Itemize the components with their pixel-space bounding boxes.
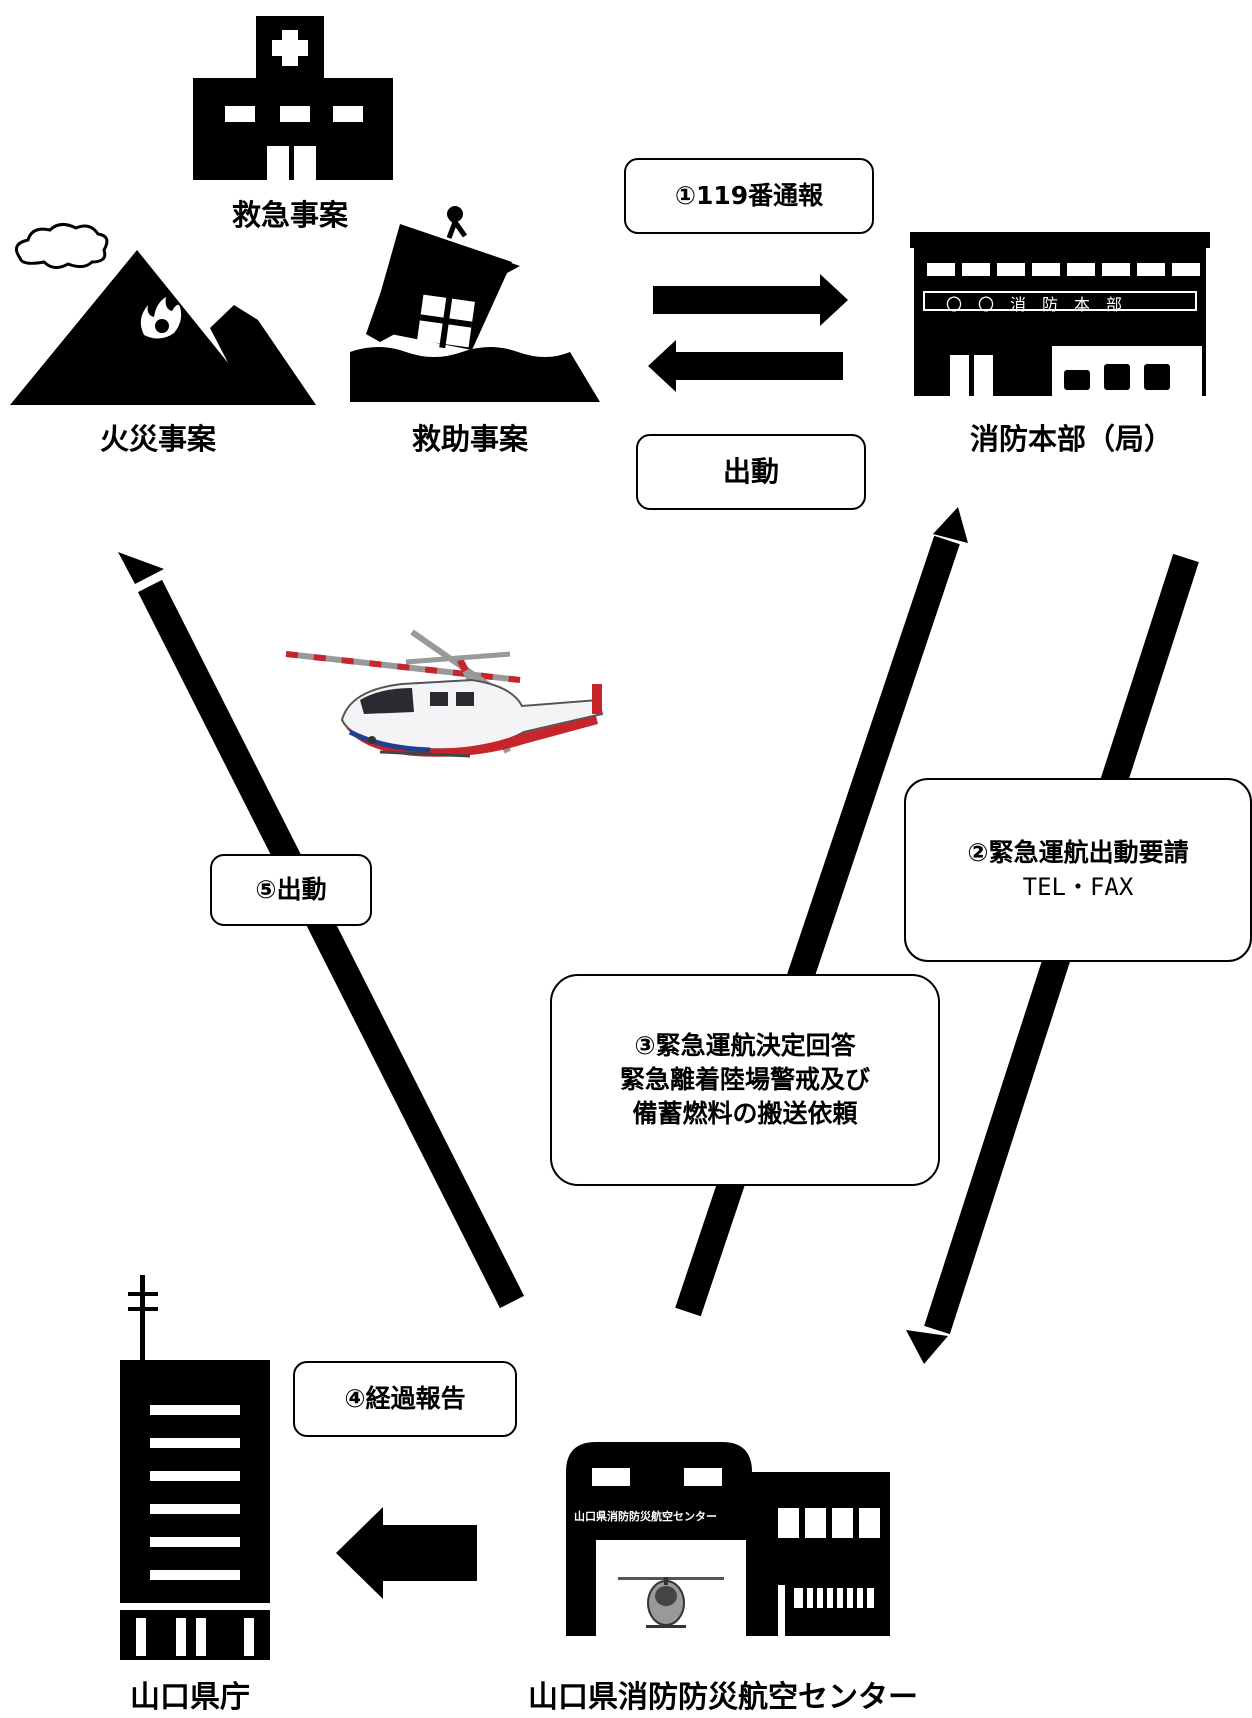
- step3-line3: 備蓄燃料の搬送依頼: [632, 1099, 858, 1128]
- hangar-helicopter-icon: [618, 1577, 724, 1628]
- step2-box: ②緊急運航出動要請 TEL・FAX: [904, 778, 1252, 962]
- prefecture-office-label: 山口県庁: [130, 1680, 250, 1715]
- step4-box: ④経過報告: [293, 1361, 517, 1437]
- prefecture-office-icon: [120, 1275, 270, 1660]
- fire-hq-icon: [910, 232, 1210, 396]
- fire-truck-icon: [1064, 364, 1170, 390]
- step2-sub: TEL・FAX: [1022, 873, 1134, 901]
- fire-hq-label: 消防本部（局）: [970, 422, 1174, 456]
- step3-line1: ③緊急運航決定回答: [634, 1031, 856, 1060]
- air-center-icon: [566, 1442, 890, 1636]
- step1-label: ①119番通報: [674, 181, 824, 210]
- air-center-sign: 山口県消防防災航空センター: [574, 1510, 717, 1523]
- arrow-step4-to-office: [336, 1507, 477, 1599]
- emergency-case-label: 救急事案: [232, 198, 349, 232]
- helicopter-image: [285, 629, 604, 758]
- arrow-step5-to-fire: [118, 552, 525, 1309]
- flooded-house-icon: [350, 206, 600, 402]
- fire-hq-sign: 〇 〇 消 防 本 部: [946, 295, 1123, 314]
- step5-label: ⑤出動: [255, 875, 327, 904]
- dispatch-box: 出動: [636, 434, 866, 510]
- mountain-fire-icon: [10, 223, 316, 405]
- rescue-case-label: 救助事案: [412, 422, 529, 456]
- step5-box: ⑤出動: [210, 854, 372, 926]
- dispatch-label: 出動: [722, 455, 779, 488]
- fire-case-label: 火災事案: [100, 422, 217, 456]
- air-center-label: 山口県消防防災航空センター: [528, 1680, 918, 1715]
- arrow-dispatch-left: [648, 340, 843, 392]
- arrow-call-right: [653, 274, 848, 326]
- step3-line2: 緊急離着陸場警戒及び: [619, 1065, 870, 1094]
- step2-title: ②緊急運航出動要請: [967, 838, 1189, 867]
- hospital-icon: [193, 16, 393, 180]
- step3-box: ③緊急運航決定回答 緊急離着陸場警戒及び 備蓄燃料の搬送依頼: [550, 974, 940, 1186]
- step4-label: ④経過報告: [344, 1384, 466, 1413]
- step1-box: ①119番通報: [624, 158, 874, 234]
